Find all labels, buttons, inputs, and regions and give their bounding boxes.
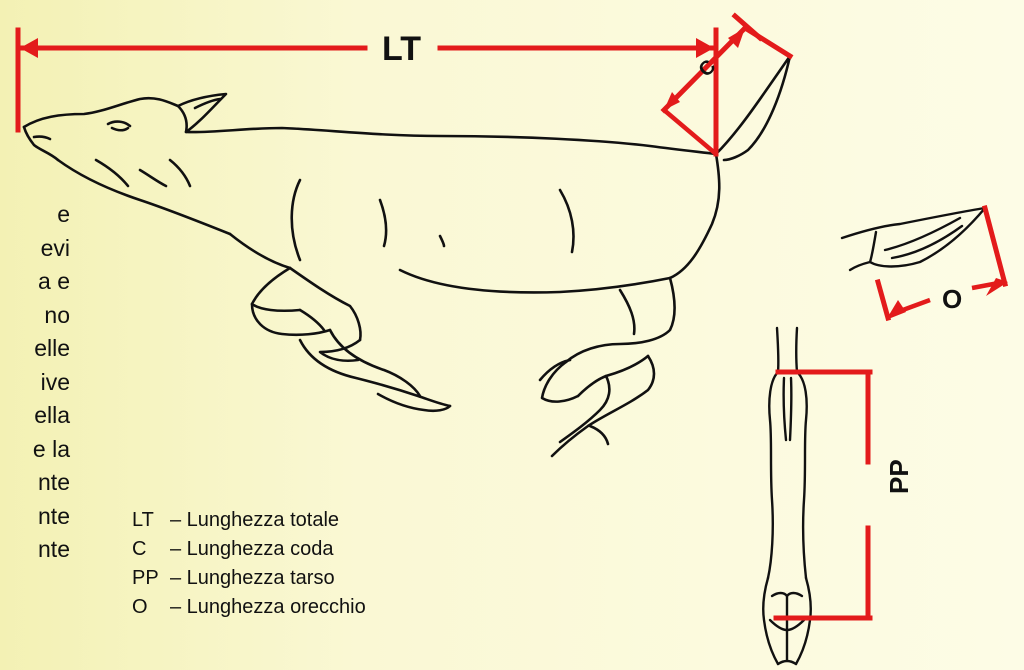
legend-code: LT [132, 506, 170, 535]
legend-code: PP [132, 564, 170, 593]
legend-row: PP– Lunghezza tarso [132, 564, 366, 593]
o-line-right [985, 208, 1005, 284]
pp-label: PP [884, 459, 914, 494]
legend-row: O– Lunghezza orecchio [132, 593, 366, 622]
arrowheads [20, 28, 1008, 320]
o-line-left [878, 282, 888, 318]
legend-code: O [132, 593, 170, 622]
legend-text: – Lunghezza totale [170, 509, 339, 531]
deer-illustration-icon [24, 56, 790, 456]
legend-row: C– Lunghezza coda [132, 535, 366, 564]
lt-label: LT [382, 30, 421, 68]
legend-text: – Lunghezza coda [170, 538, 333, 560]
o-label: O [942, 284, 962, 314]
c-tail-extension [745, 28, 790, 56]
lt-arrow-right [696, 38, 714, 58]
legend-code: C [132, 535, 170, 564]
legend-text: – Lunghezza tarso [170, 567, 335, 589]
lt-arrow-left [20, 38, 38, 58]
ear-illustration-icon [842, 208, 985, 270]
legend: LT– Lunghezza totale C– Lunghezza coda P… [132, 506, 366, 622]
legend-text: – Lunghezza orecchio [170, 596, 366, 618]
hind-foot-illustration-icon [763, 328, 811, 664]
legend-row: LT– Lunghezza totale [132, 506, 366, 535]
